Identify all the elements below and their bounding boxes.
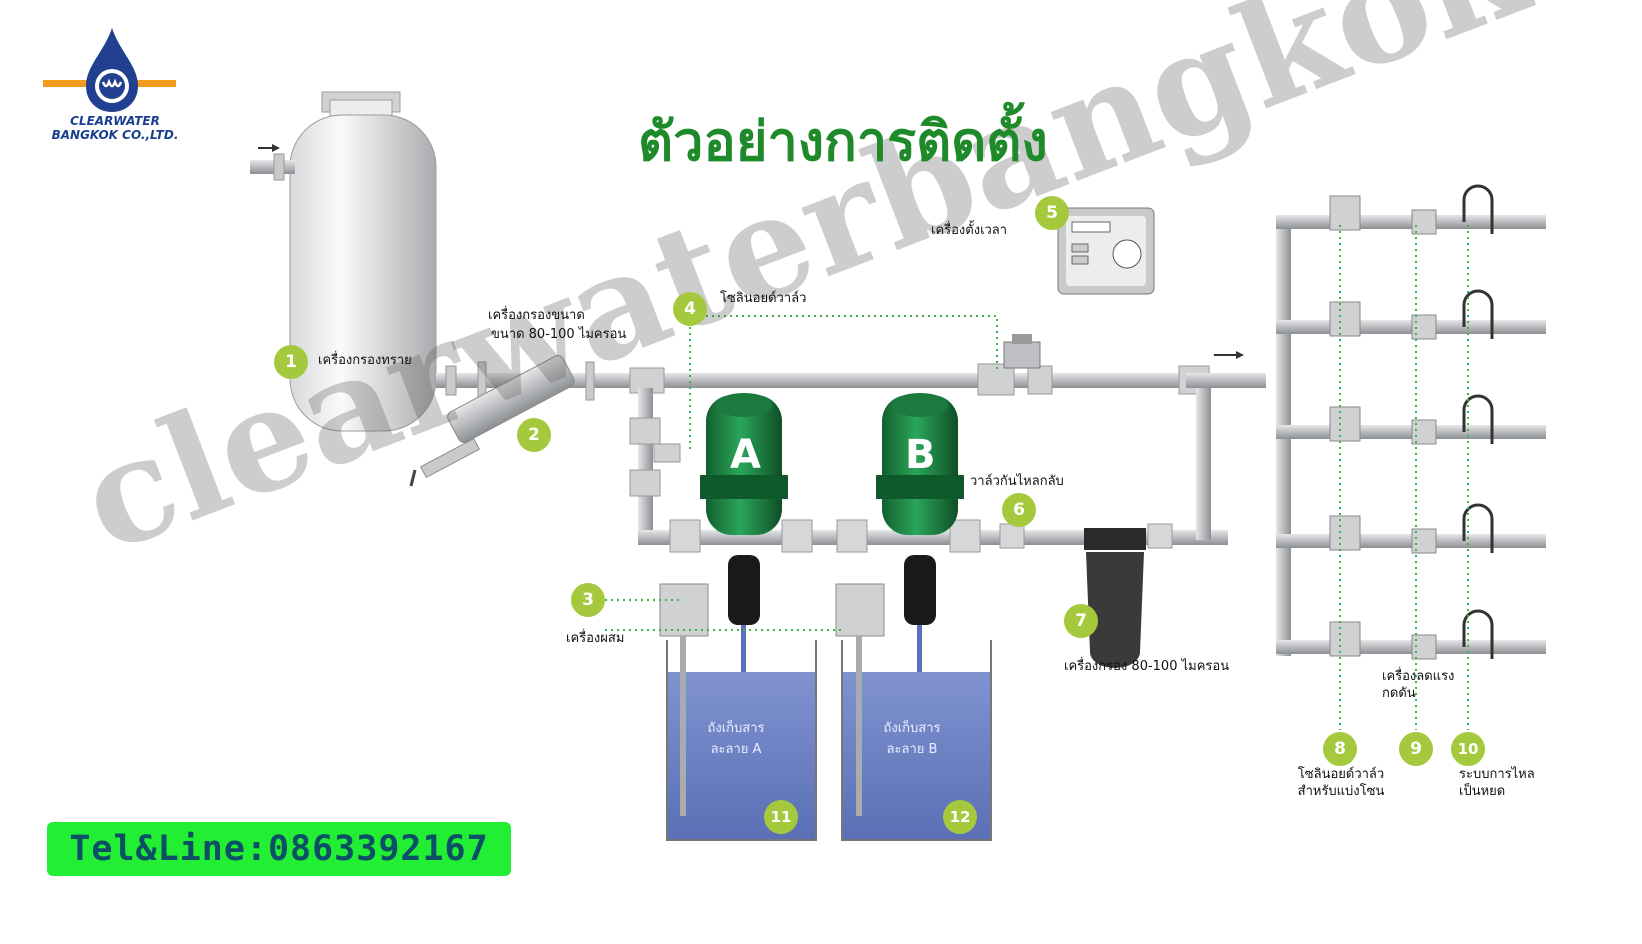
disc-filter <box>1084 528 1146 668</box>
label-drip-system-line2: เป็นหยด <box>1459 784 1506 799</box>
label-tank-b: ถังเก็บสาร ละลาย B <box>852 718 972 760</box>
label-drip-system-line1: ระบบการไหล <box>1459 767 1535 782</box>
label-zone-valve-line1: โซลินอยด์วาล์ว <box>1297 767 1385 782</box>
sand-filter-tank <box>250 91 437 432</box>
dosing-pump-b <box>876 393 964 795</box>
badge-4: 4 <box>673 292 707 326</box>
zone-manifold <box>1276 184 1546 660</box>
badge-3: 3 <box>571 583 605 617</box>
label-zone-valve: โซลินอยด์วาล์ว สำหรับแบ่งโซน <box>1286 766 1396 800</box>
page-title: ตัวอย่างการติดตั้ง <box>638 110 1048 173</box>
contact-phone: Tel&Line:0863392167 <box>47 822 511 876</box>
badge-7: 7 <box>1064 604 1098 638</box>
pump-b-letter: B <box>905 432 936 478</box>
label-pressure-reducer-line1: เครื่องลดแรง <box>1382 669 1455 684</box>
label-pressure-reducer-line2: กดดัน <box>1382 686 1416 701</box>
pump-a-letter: A <box>730 432 761 478</box>
badge-11: 11 <box>764 800 798 834</box>
label-check-valve: วาล์วกันไหลกลับ <box>970 474 1064 489</box>
company-name-line1: CLEARWATER <box>70 114 160 128</box>
label-drip-system: ระบบการไหล เป็นหยด <box>1459 766 1535 800</box>
label-tank-a-line1: ถังเก็บสาร <box>707 721 765 736</box>
label-tank-b-line2: ละลาย B <box>886 742 938 757</box>
badge-5: 5 <box>1035 196 1069 230</box>
badge-6: 6 <box>1002 493 1036 527</box>
company-name: CLEARWATER BANGKOK CO.,LTD. <box>40 114 190 142</box>
badge-2: 2 <box>517 418 551 452</box>
label-zone-valve-line2: สำหรับแบ่งโซน <box>1297 784 1385 799</box>
label-tank-a: ถังเก็บสาร ละลาย A <box>676 718 796 760</box>
label-screen-filter: เครื่องกรองขนาด <box>488 308 585 323</box>
solenoid-valve <box>1003 334 1041 369</box>
label-screen-filter-size: ขนาด 80-100 ไมครอน <box>491 327 627 342</box>
label-sand-filter: เครื่องกรองทราย <box>318 353 412 368</box>
label-tank-a-line2: ละลาย A <box>710 742 762 757</box>
label-disc-filter: เครื่องกรอง 80-100 ไมครอน <box>1064 659 1230 674</box>
label-tank-b-line1: ถังเก็บสาร <box>883 721 941 736</box>
badge-10: 10 <box>1451 732 1485 766</box>
dosing-pump-a <box>700 393 788 795</box>
label-mixer: เครื่องผสม <box>566 631 625 646</box>
leader-lines <box>605 225 1469 730</box>
irrigation-timer <box>1057 207 1155 295</box>
badge-12: 12 <box>943 800 977 834</box>
badge-9: 9 <box>1399 732 1433 766</box>
label-solenoid-valve: โซลินอยด์วาล์ว <box>720 291 807 306</box>
company-logo <box>43 28 176 112</box>
company-name-line2: BANGKOK CO.,LTD. <box>51 128 179 142</box>
label-timer: เครื่องตั้งเวลา <box>931 223 1008 238</box>
label-pressure-reducer: เครื่องลดแรง กดดัน <box>1382 668 1454 702</box>
badge-8: 8 <box>1323 732 1357 766</box>
screen-filter <box>409 355 575 487</box>
bypass-loop <box>629 373 1228 553</box>
badge-1: 1 <box>274 345 308 379</box>
